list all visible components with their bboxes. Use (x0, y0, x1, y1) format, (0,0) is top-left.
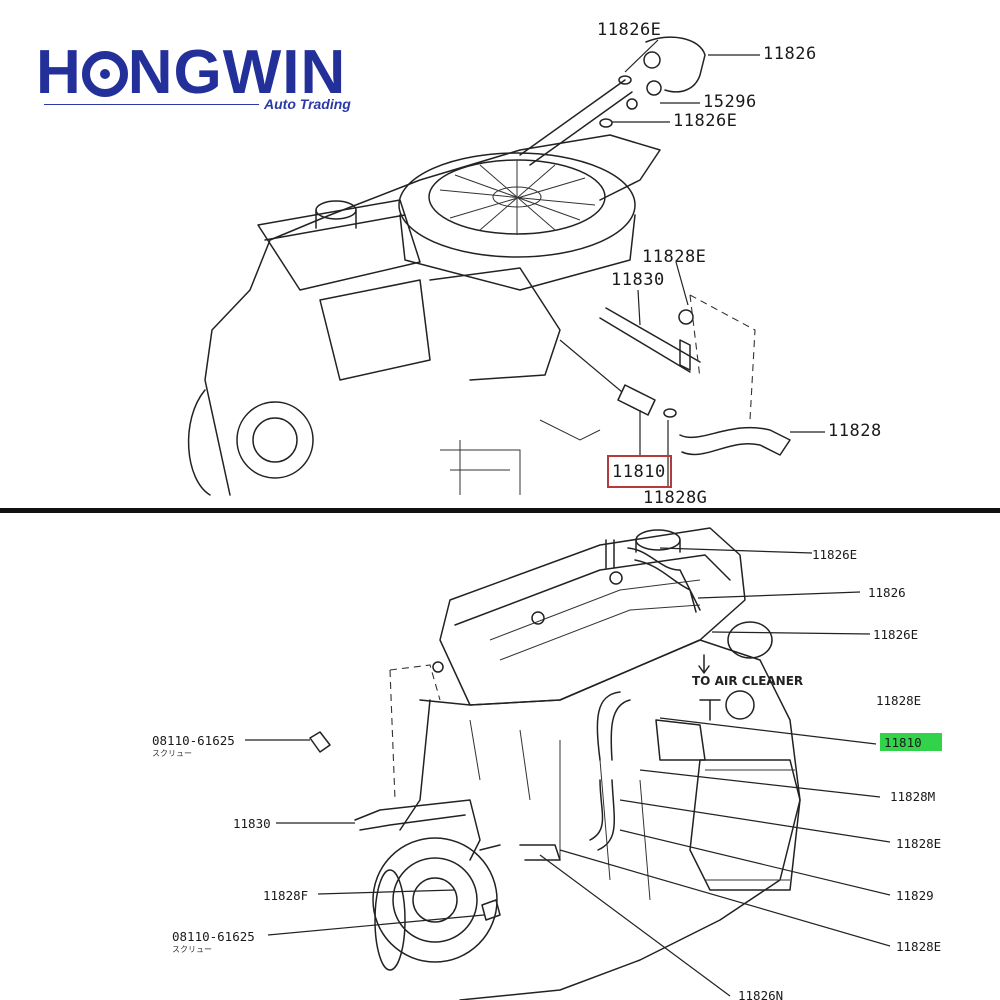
highlight-marker (880, 733, 942, 751)
part-label: 11828E (876, 693, 922, 708)
part-label: 15296 (703, 92, 757, 112)
highlight-frame (607, 455, 672, 488)
part-label: 11828E (896, 836, 942, 851)
part-label: 11826E (673, 111, 738, 131)
part-label-11810: 11810 (612, 462, 666, 482)
part-label: 08110-61625 (152, 733, 235, 748)
part-label: 11826 (868, 585, 906, 600)
air-cleaner-note: TO AIR CLEANER (692, 674, 804, 688)
part-label: 11828 (828, 421, 882, 441)
part-label: 11828G (643, 488, 708, 508)
part-label: 11826 (763, 44, 817, 64)
part-label: 11828M (890, 789, 936, 804)
part-label: 11826E (597, 20, 662, 40)
part-label: 11830 (233, 816, 271, 831)
panel-divider (0, 508, 1000, 513)
screw-note: スクリュー (152, 749, 192, 758)
wheel-icon (81, 51, 128, 97)
part-label: 11826E (873, 627, 919, 642)
part-label: 11826E (812, 547, 858, 562)
bottom-diagram-panel: 11826E 11826 11826E 11828E 11810 11828M … (0, 514, 1000, 1000)
brand-tagline: Auto Trading (264, 96, 351, 112)
part-label-11810: 11810 (884, 735, 922, 750)
screw-note: スクリュー (172, 945, 212, 954)
part-label: 11828E (896, 939, 942, 954)
top-engine-drawing (187, 36, 825, 496)
part-label: 11826N (738, 988, 784, 1000)
part-label: 11829 (896, 888, 934, 903)
part-label: 08110-61625 (172, 929, 255, 944)
part-label: 11828F (263, 888, 309, 903)
part-label: 11828E (642, 247, 707, 267)
bottom-engine-drawing (245, 527, 891, 1000)
logo-underline (44, 104, 259, 105)
part-label: 11830 (611, 270, 665, 290)
